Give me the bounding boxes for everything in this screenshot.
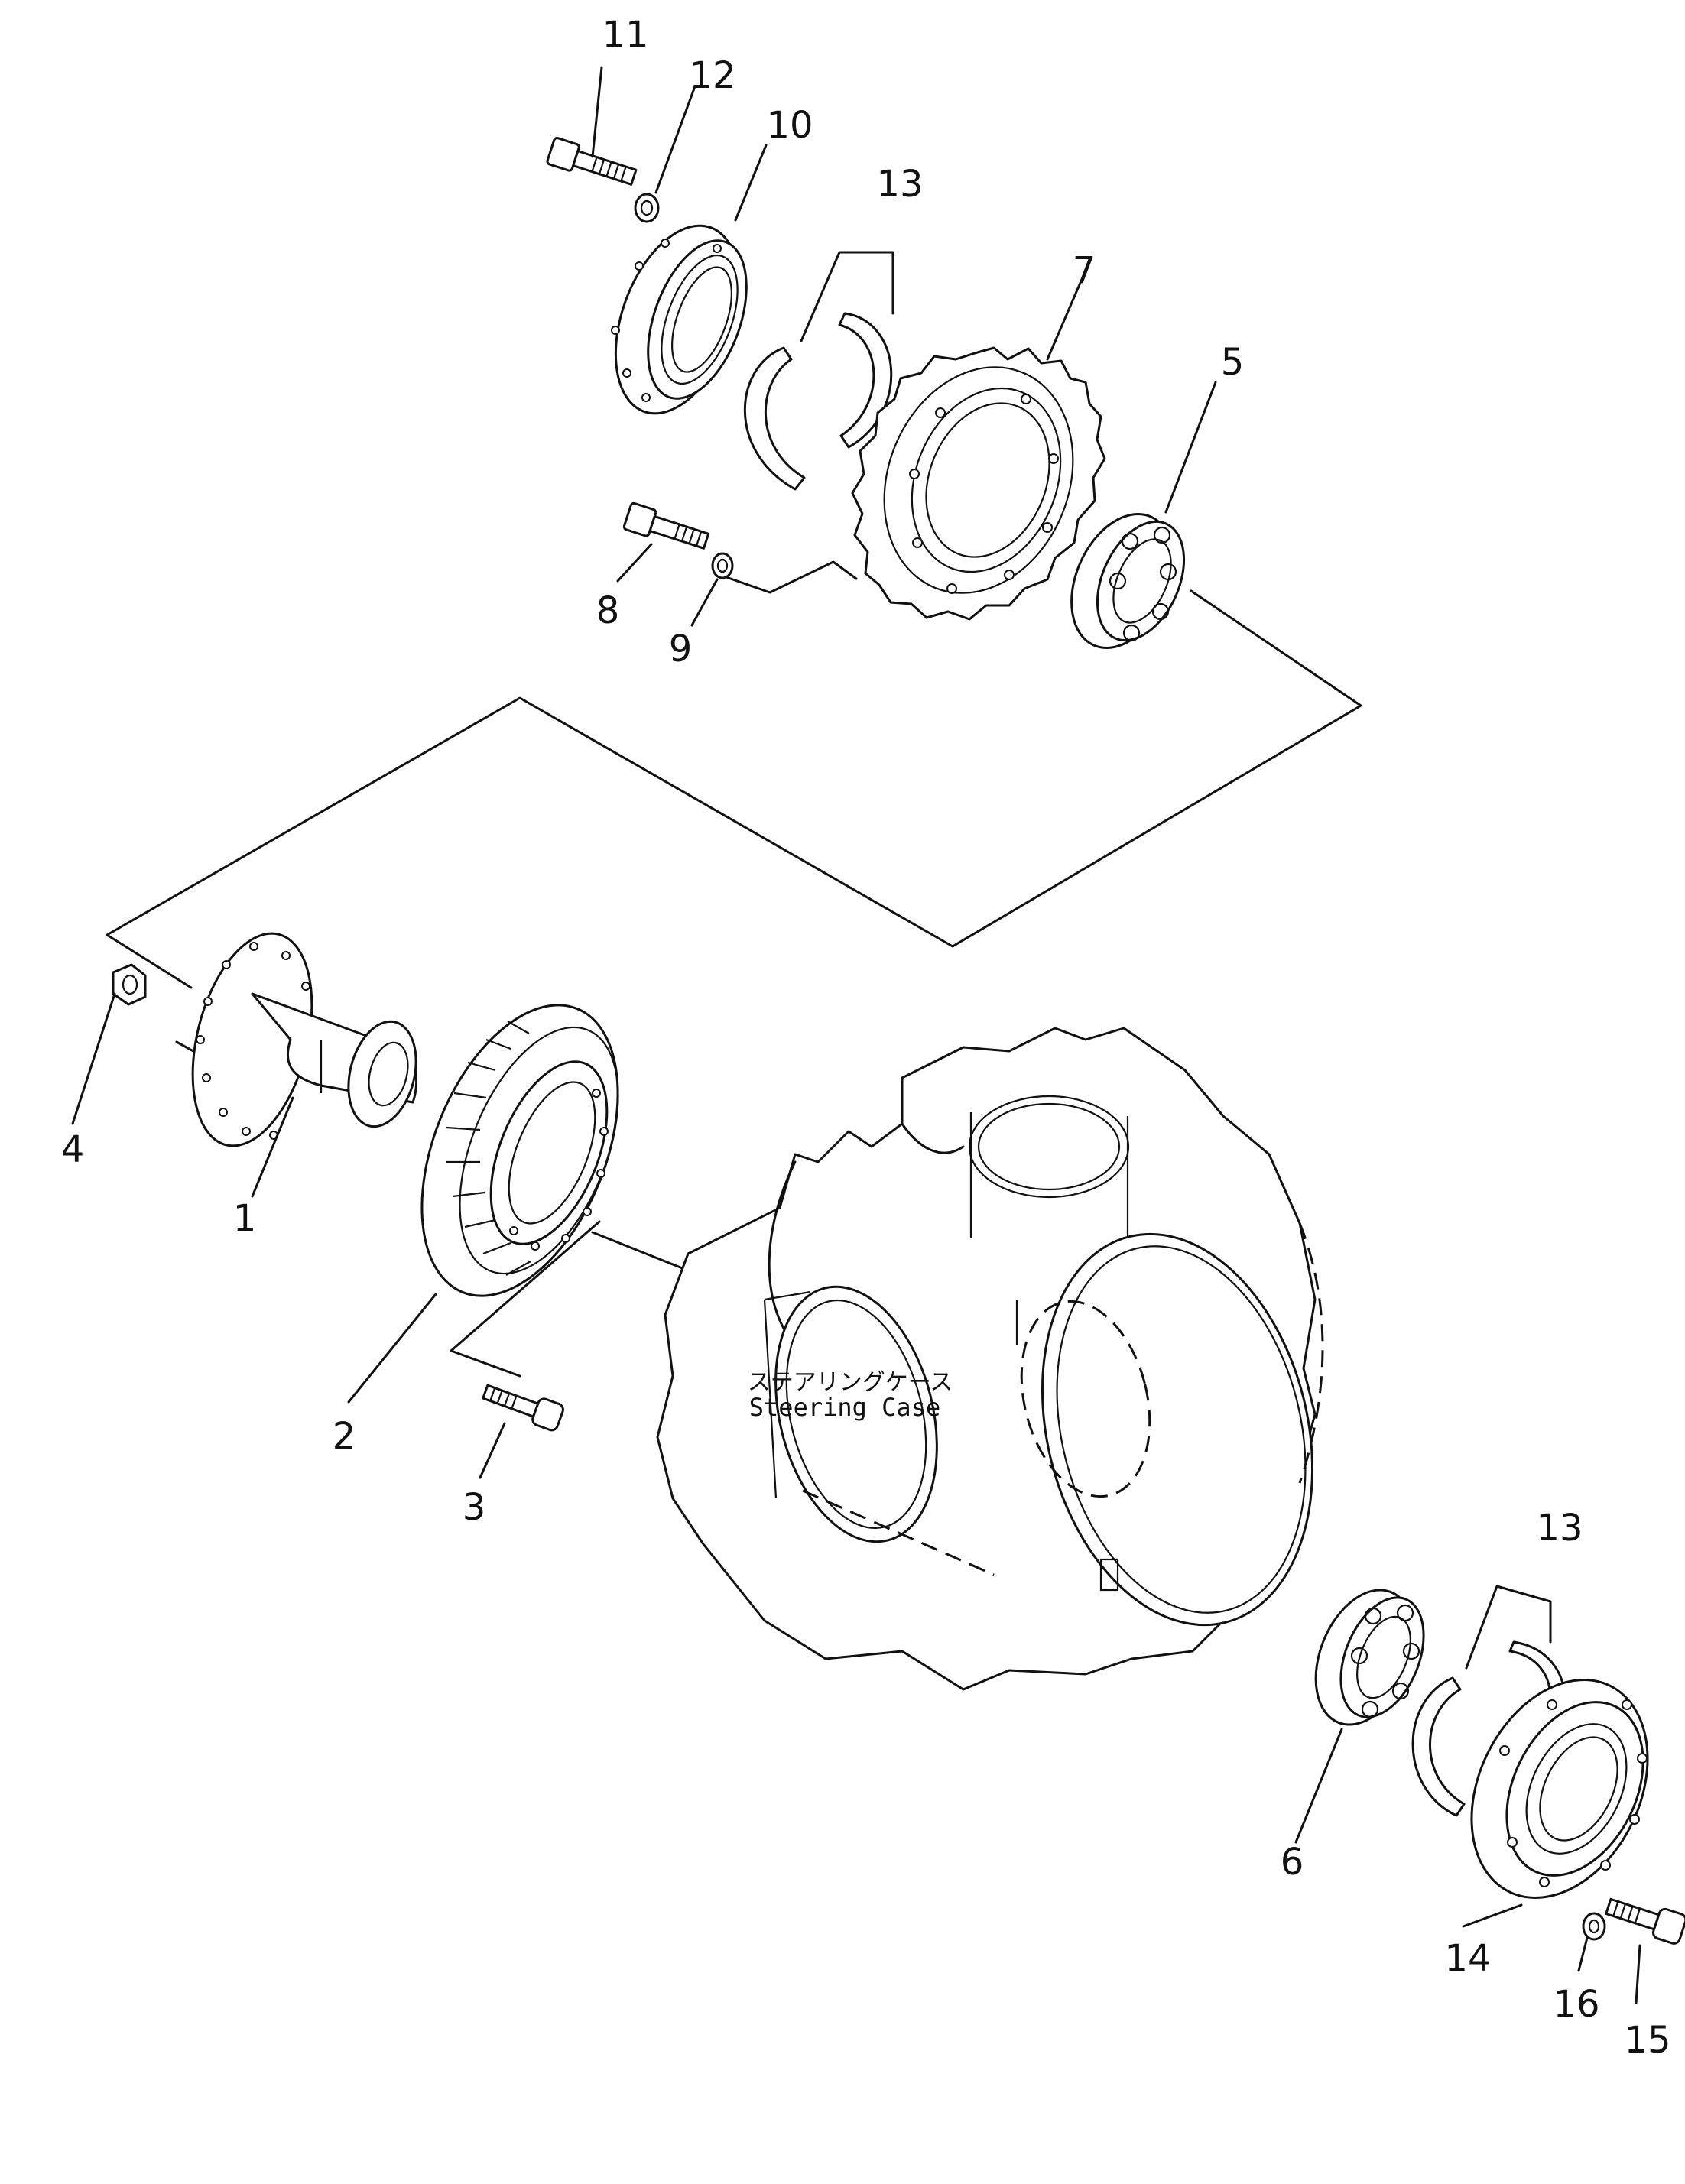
part-16-washer bbox=[1582, 1912, 1606, 1941]
label-part-14: 14 bbox=[1444, 1937, 1491, 1980]
part-12-washer bbox=[634, 193, 660, 223]
part-11-bolt bbox=[546, 136, 638, 186]
label-part-12: 12 bbox=[689, 54, 735, 97]
leader-lines bbox=[71, 66, 1641, 2004]
part-14-retainer bbox=[1470, 1679, 1649, 1899]
part-6-bearing bbox=[1314, 1589, 1425, 1726]
label-part-4: 4 bbox=[61, 1128, 85, 1171]
part-number-labels: 11 12 10 13 7 5 8 9 4 1 2 3 13 6 14 16 1… bbox=[61, 14, 1671, 2062]
part-10-retainer bbox=[611, 224, 748, 415]
label-part-7: 7 bbox=[1073, 249, 1096, 292]
part-2-bevel-gear bbox=[420, 1004, 619, 1297]
label-part-9: 9 bbox=[669, 628, 693, 670]
label-part-2: 2 bbox=[333, 1415, 356, 1458]
part-1-shaft bbox=[191, 932, 417, 1147]
label-part-5: 5 bbox=[1221, 341, 1245, 384]
part-4-nut bbox=[112, 963, 147, 1006]
label-part-1: 1 bbox=[233, 1197, 257, 1240]
label-part-13-top: 13 bbox=[876, 163, 923, 206]
label-part-13-bottom: 13 bbox=[1536, 1507, 1583, 1550]
case-label-english: Steering Case bbox=[749, 1393, 940, 1422]
label-part-15: 15 bbox=[1624, 2019, 1670, 2062]
part-9-washer bbox=[711, 552, 734, 579]
label-part-8: 8 bbox=[596, 589, 620, 632]
steering-case bbox=[656, 1027, 1324, 1691]
part-8-bolt bbox=[622, 501, 710, 550]
part-5-bearing bbox=[1070, 512, 1186, 650]
label-part-6: 6 bbox=[1281, 1841, 1304, 1884]
part-7-cage bbox=[851, 346, 1106, 621]
label-part-10: 10 bbox=[766, 104, 813, 147]
part-3-bolt bbox=[482, 1384, 564, 1432]
label-part-16: 16 bbox=[1553, 1983, 1599, 2026]
part-15-bolt bbox=[1605, 1897, 1685, 1945]
label-part-11: 11 bbox=[602, 14, 648, 57]
case-label-japanese: ステアリングケース bbox=[748, 1369, 953, 1396]
label-part-3: 3 bbox=[463, 1486, 486, 1529]
